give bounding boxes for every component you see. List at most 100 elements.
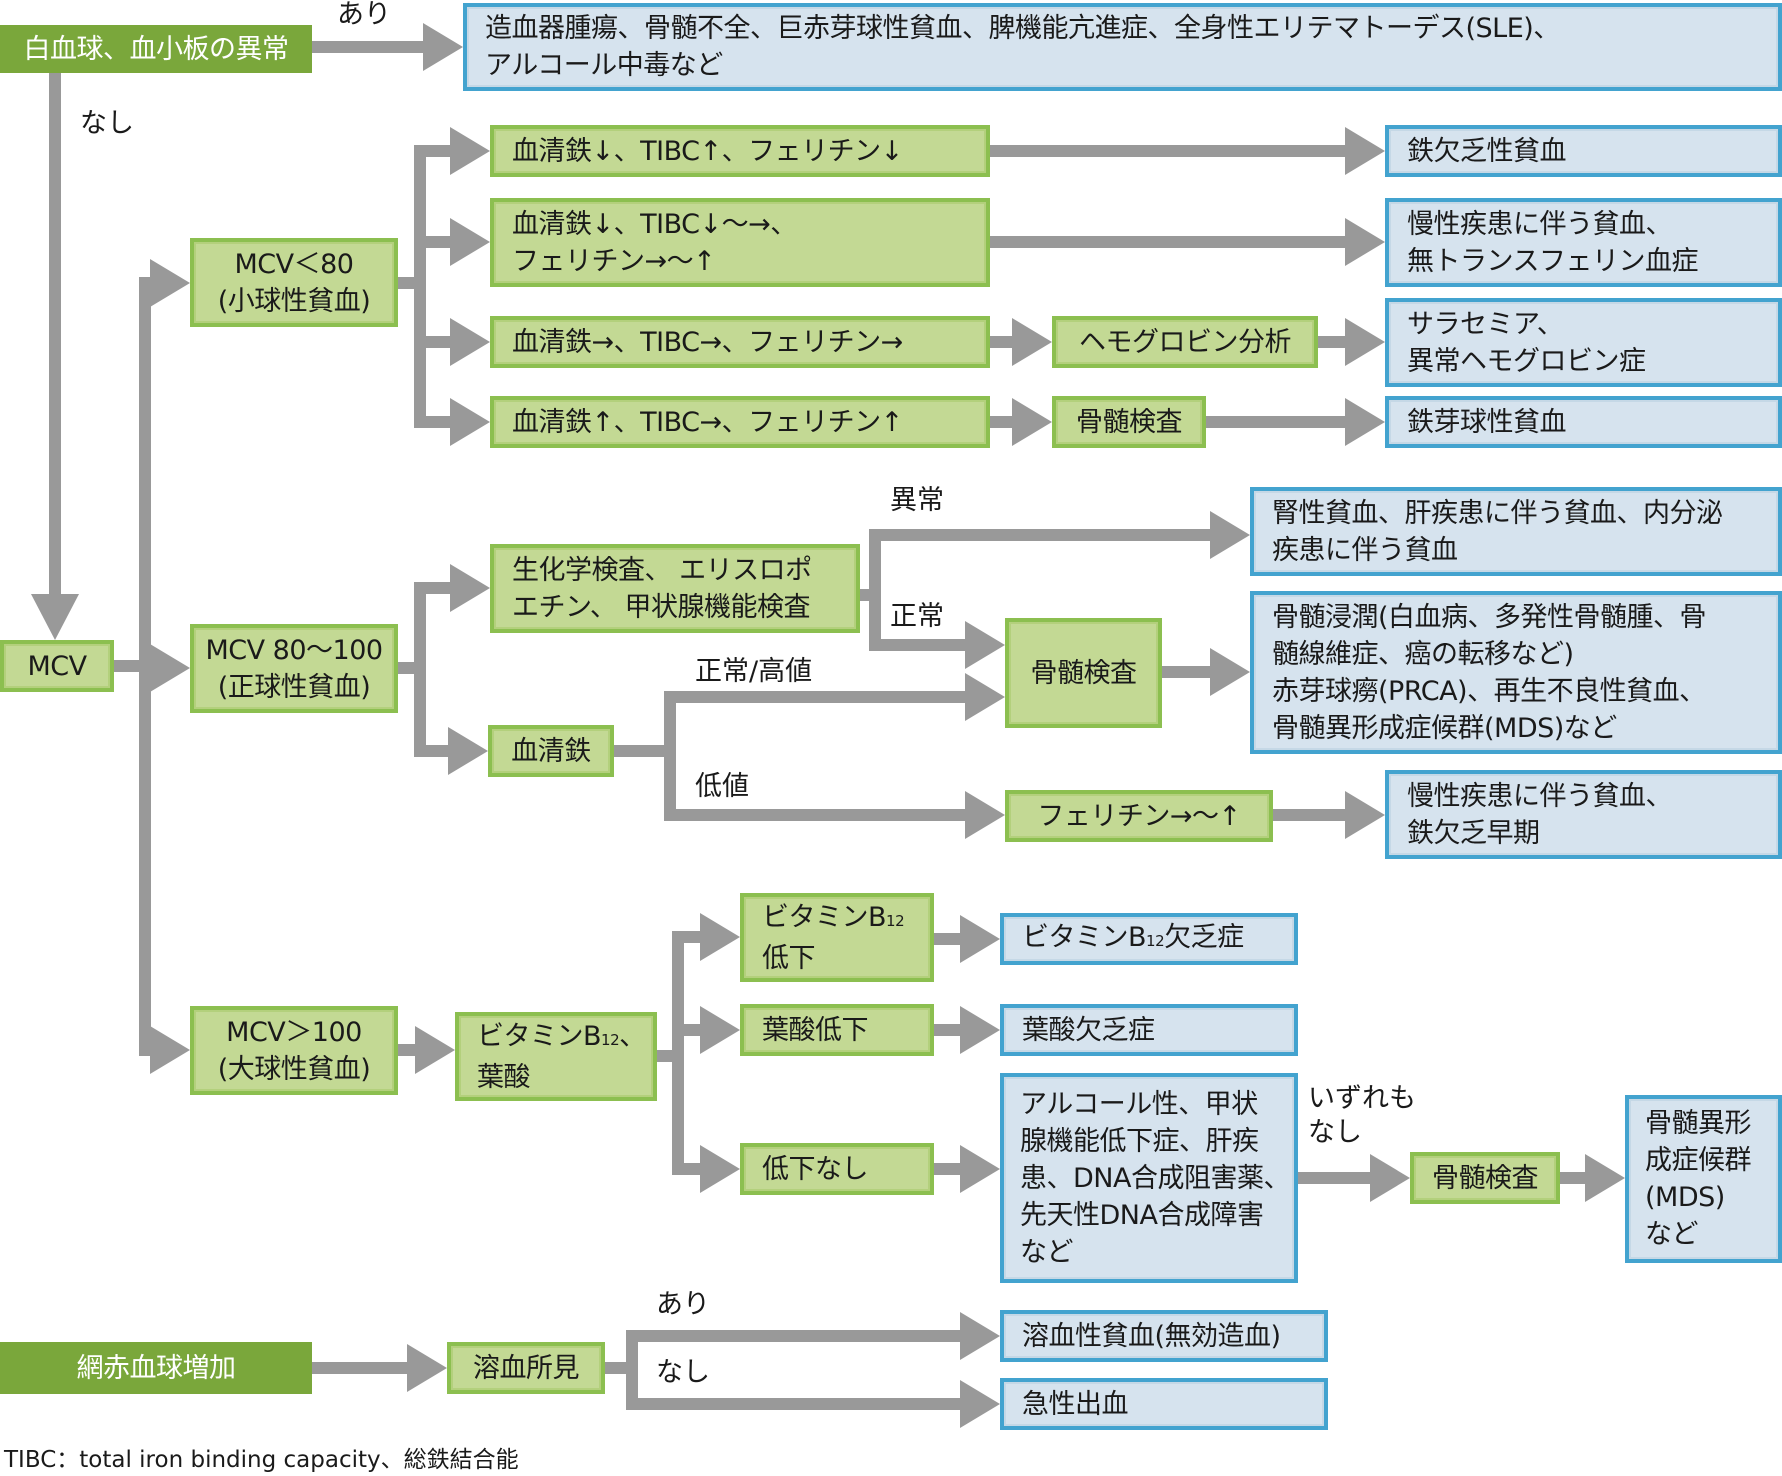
edge-to-b12-low-line: [672, 931, 702, 943]
edge-ferritin-to-chronic-arrowhead-icon: [1345, 791, 1385, 839]
edge-to-micro-1-line: [414, 145, 452, 157]
edge-to-mcv-gt100-line: [139, 1044, 152, 1056]
edge-to-mcv-lt80-line: [139, 277, 152, 289]
node-hemolysis-findings: 溶血所見: [447, 1342, 605, 1394]
node-hematopoietic-diseases: 造血器腫瘍、骨髄不全、巨赤芽球性貧血、脾機能亢進症、全身性エリテマトーデス(SL…: [463, 3, 1782, 91]
edge-hemolysis-out-line: [605, 1362, 632, 1374]
node-renal-hepatic-endocrine-anemia: 腎性貧血、肝疾患に伴う貧血、内分泌 疾患に伴う貧血: [1250, 487, 1782, 576]
edge-serum-iron-out-line: [614, 745, 670, 757]
edge-retic-to-hemolysis-arrowhead-icon: [407, 1344, 447, 1392]
edge-abnormal-no-line: [49, 73, 61, 596]
edge-b12low-to-def-arrowhead-icon: [960, 915, 1000, 963]
edge-nodecrease-to-alcohol-line: [934, 1163, 962, 1175]
node-b12-deficiency: ビタミンB12欠乏症: [1000, 913, 1298, 965]
edge-biochem-abnormal-arrowhead-icon: [1210, 511, 1250, 559]
b12-deficiency-text: ビタミンB12欠乏症: [1022, 919, 1244, 960]
b12-low-text: ビタミンB12 低下: [762, 899, 905, 977]
node-bone-marrow-exam-3: 骨髄検査: [1410, 1152, 1560, 1204]
edge-to-micro-2-line: [414, 236, 452, 248]
edge-to-no-decrease-line: [672, 1163, 702, 1175]
edge-folatelow-to-def-line: [934, 1024, 962, 1036]
edge-micro4-to-bm-line: [990, 416, 1014, 428]
node-folate-low: 葉酸低下: [740, 1004, 934, 1056]
trunk-biochem-line: [869, 535, 881, 645]
b12-low-post: 低下: [762, 942, 815, 974]
b12-folate-sub: 12: [601, 1030, 620, 1049]
b12-low-pre: ビタミンB: [762, 901, 887, 933]
b12-folate-text: ビタミンB12、 葉酸: [477, 1018, 646, 1096]
edge-label-normal: 正常: [890, 601, 944, 632]
edge-micro1-to-ida-line: [990, 145, 1347, 157]
edge-to-serum-iron-line: [414, 745, 450, 757]
node-marrow-infiltration: 骨髄浸潤(白血病、多発性骨髄腫、骨 髄線維症、癌の転移など) 赤芽球癆(PRCA…: [1250, 591, 1782, 754]
edge-nodecrease-to-alcohol-arrowhead-icon: [960, 1145, 1000, 1193]
edge-serum-iron-normal-high-arrowhead-icon: [965, 673, 1005, 721]
edge-to-biochem-arrowhead-icon: [450, 564, 490, 612]
b12-deficiency-post: 欠乏症: [1164, 921, 1244, 953]
node-acute-hemorrhage: 急性出血: [1000, 1378, 1328, 1430]
b12-folate-pre: ビタミンB: [477, 1020, 602, 1052]
edge-to-micro-3-line: [414, 336, 452, 348]
node-micro-pattern-3: 血清鉄→、TIBC→、フェリチン→: [490, 316, 990, 368]
edge-label-no-top: なし: [80, 108, 134, 139]
edge-to-mcv-80-100-line: [139, 662, 152, 674]
node-bone-marrow-exam-2: 骨髄検査: [1005, 618, 1162, 728]
node-alcohol-thyroid-liver-dna: アルコール性、甲状 腺機能低下症、肝疾 患、DNA合成阻害薬、 先天性DNA合成…: [1000, 1073, 1298, 1283]
edge-hb-to-thal-line: [1318, 336, 1347, 348]
node-no-decrease: 低下なし: [740, 1143, 934, 1195]
node-serum-iron: 血清鉄: [488, 725, 614, 777]
footnote: TIBC：total iron binding capacity、総鉄結合能: [4, 1447, 519, 1473]
node-chronic-disease-atransferrinemia: 慢性疾患に伴う貧血、 無トランスフェリン血症: [1385, 198, 1782, 287]
edge-mcv-gt100-to-b12-arrowhead-icon: [415, 1026, 455, 1074]
edge-alcohol-none-to-bm3-arrowhead-icon: [1370, 1154, 1410, 1202]
node-ferritin-normal-high: フェリチン→～↑: [1005, 790, 1273, 842]
edge-label-yes-top: あり: [337, 0, 391, 30]
edge-biochem-abnormal-line: [869, 529, 1212, 541]
edge-micro2-to-chronic-arrowhead-icon: [1345, 218, 1385, 266]
edge-label-low: 低値: [695, 771, 749, 802]
edge-serum-iron-low-arrowhead-icon: [965, 791, 1005, 839]
node-b12-low: ビタミンB12 低下: [740, 893, 934, 982]
edge-to-b12-low-arrowhead-icon: [700, 913, 740, 961]
edge-label-abnormal: 異常: [890, 485, 944, 516]
edge-abnormal-yes-arrowhead-icon: [423, 23, 463, 71]
edge-retic-to-hemolysis-line: [312, 1362, 409, 1374]
edge-hemolysis-yes-line: [626, 1330, 962, 1342]
node-reticulocytosis: 網赤血球増加: [0, 1342, 312, 1394]
edge-bm2-to-infiltration-arrowhead-icon: [1210, 648, 1250, 696]
node-mcv-80-100: MCV 80～100 (正球性貧血): [190, 624, 398, 713]
edge-to-micro-2-arrowhead-icon: [450, 218, 490, 266]
edge-hb-to-thal-arrowhead-icon: [1345, 318, 1385, 366]
edge-abnormal-no-arrowhead-icon: [31, 594, 79, 640]
trunk-mcv-lt80-line: [414, 151, 426, 422]
trunk-b12-line: [672, 937, 684, 1169]
b12-folate-post: 、 葉酸: [477, 1020, 646, 1093]
edge-biochem-normal-line: [869, 639, 967, 651]
edge-b12low-to-def-line: [934, 933, 962, 945]
node-bone-marrow-exam-1: 骨髄検査: [1052, 396, 1206, 448]
edge-hemolysis-no-arrowhead-icon: [960, 1380, 1000, 1428]
edge-micro1-to-ida-arrowhead-icon: [1345, 127, 1385, 175]
edge-hemolysis-yes-arrowhead-icon: [960, 1312, 1000, 1360]
node-mds: 骨髄異形 成症候群 (MDS) など: [1625, 1095, 1782, 1263]
edge-label-none-of-above: いずれも なし: [1308, 1083, 1416, 1148]
node-folate-deficiency: 葉酸欠乏症: [1000, 1004, 1298, 1056]
node-hemolytic-anemia: 溶血性貧血(無効造血): [1000, 1310, 1328, 1362]
node-biochem-epo-thyroid: 生化学検査、 エリスロポ エチン、 甲状腺機能検査: [490, 544, 860, 633]
node-wbc-platelet-abnormal: 白血球、血小板の異常: [0, 25, 312, 73]
edge-bm2-to-infiltration-line: [1162, 666, 1212, 678]
node-thalassemia: サラセミア、 異常ヘモグロビン症: [1385, 298, 1782, 387]
edge-mcv-gt100-to-b12-line: [398, 1044, 417, 1056]
trunk-serum-iron-line: [664, 697, 676, 815]
edge-to-micro-3-arrowhead-icon: [450, 318, 490, 366]
edge-to-micro-1-arrowhead-icon: [450, 127, 490, 175]
node-mcv-lt-80: MCV＜80 (小球性貧血): [190, 238, 398, 327]
edge-label-no-hemolysis: なし: [656, 1357, 710, 1388]
edge-bm3-to-mds-arrowhead-icon: [1585, 1154, 1625, 1202]
edge-label-normal-high: 正常/高値: [695, 656, 813, 687]
edge-to-mcv-gt100-arrowhead-icon: [150, 1026, 190, 1074]
b12-deficiency-pre: ビタミンB: [1022, 921, 1147, 953]
edge-ferritin-to-chronic-line: [1273, 809, 1347, 821]
b12-deficiency-sub: 12: [1146, 931, 1165, 950]
